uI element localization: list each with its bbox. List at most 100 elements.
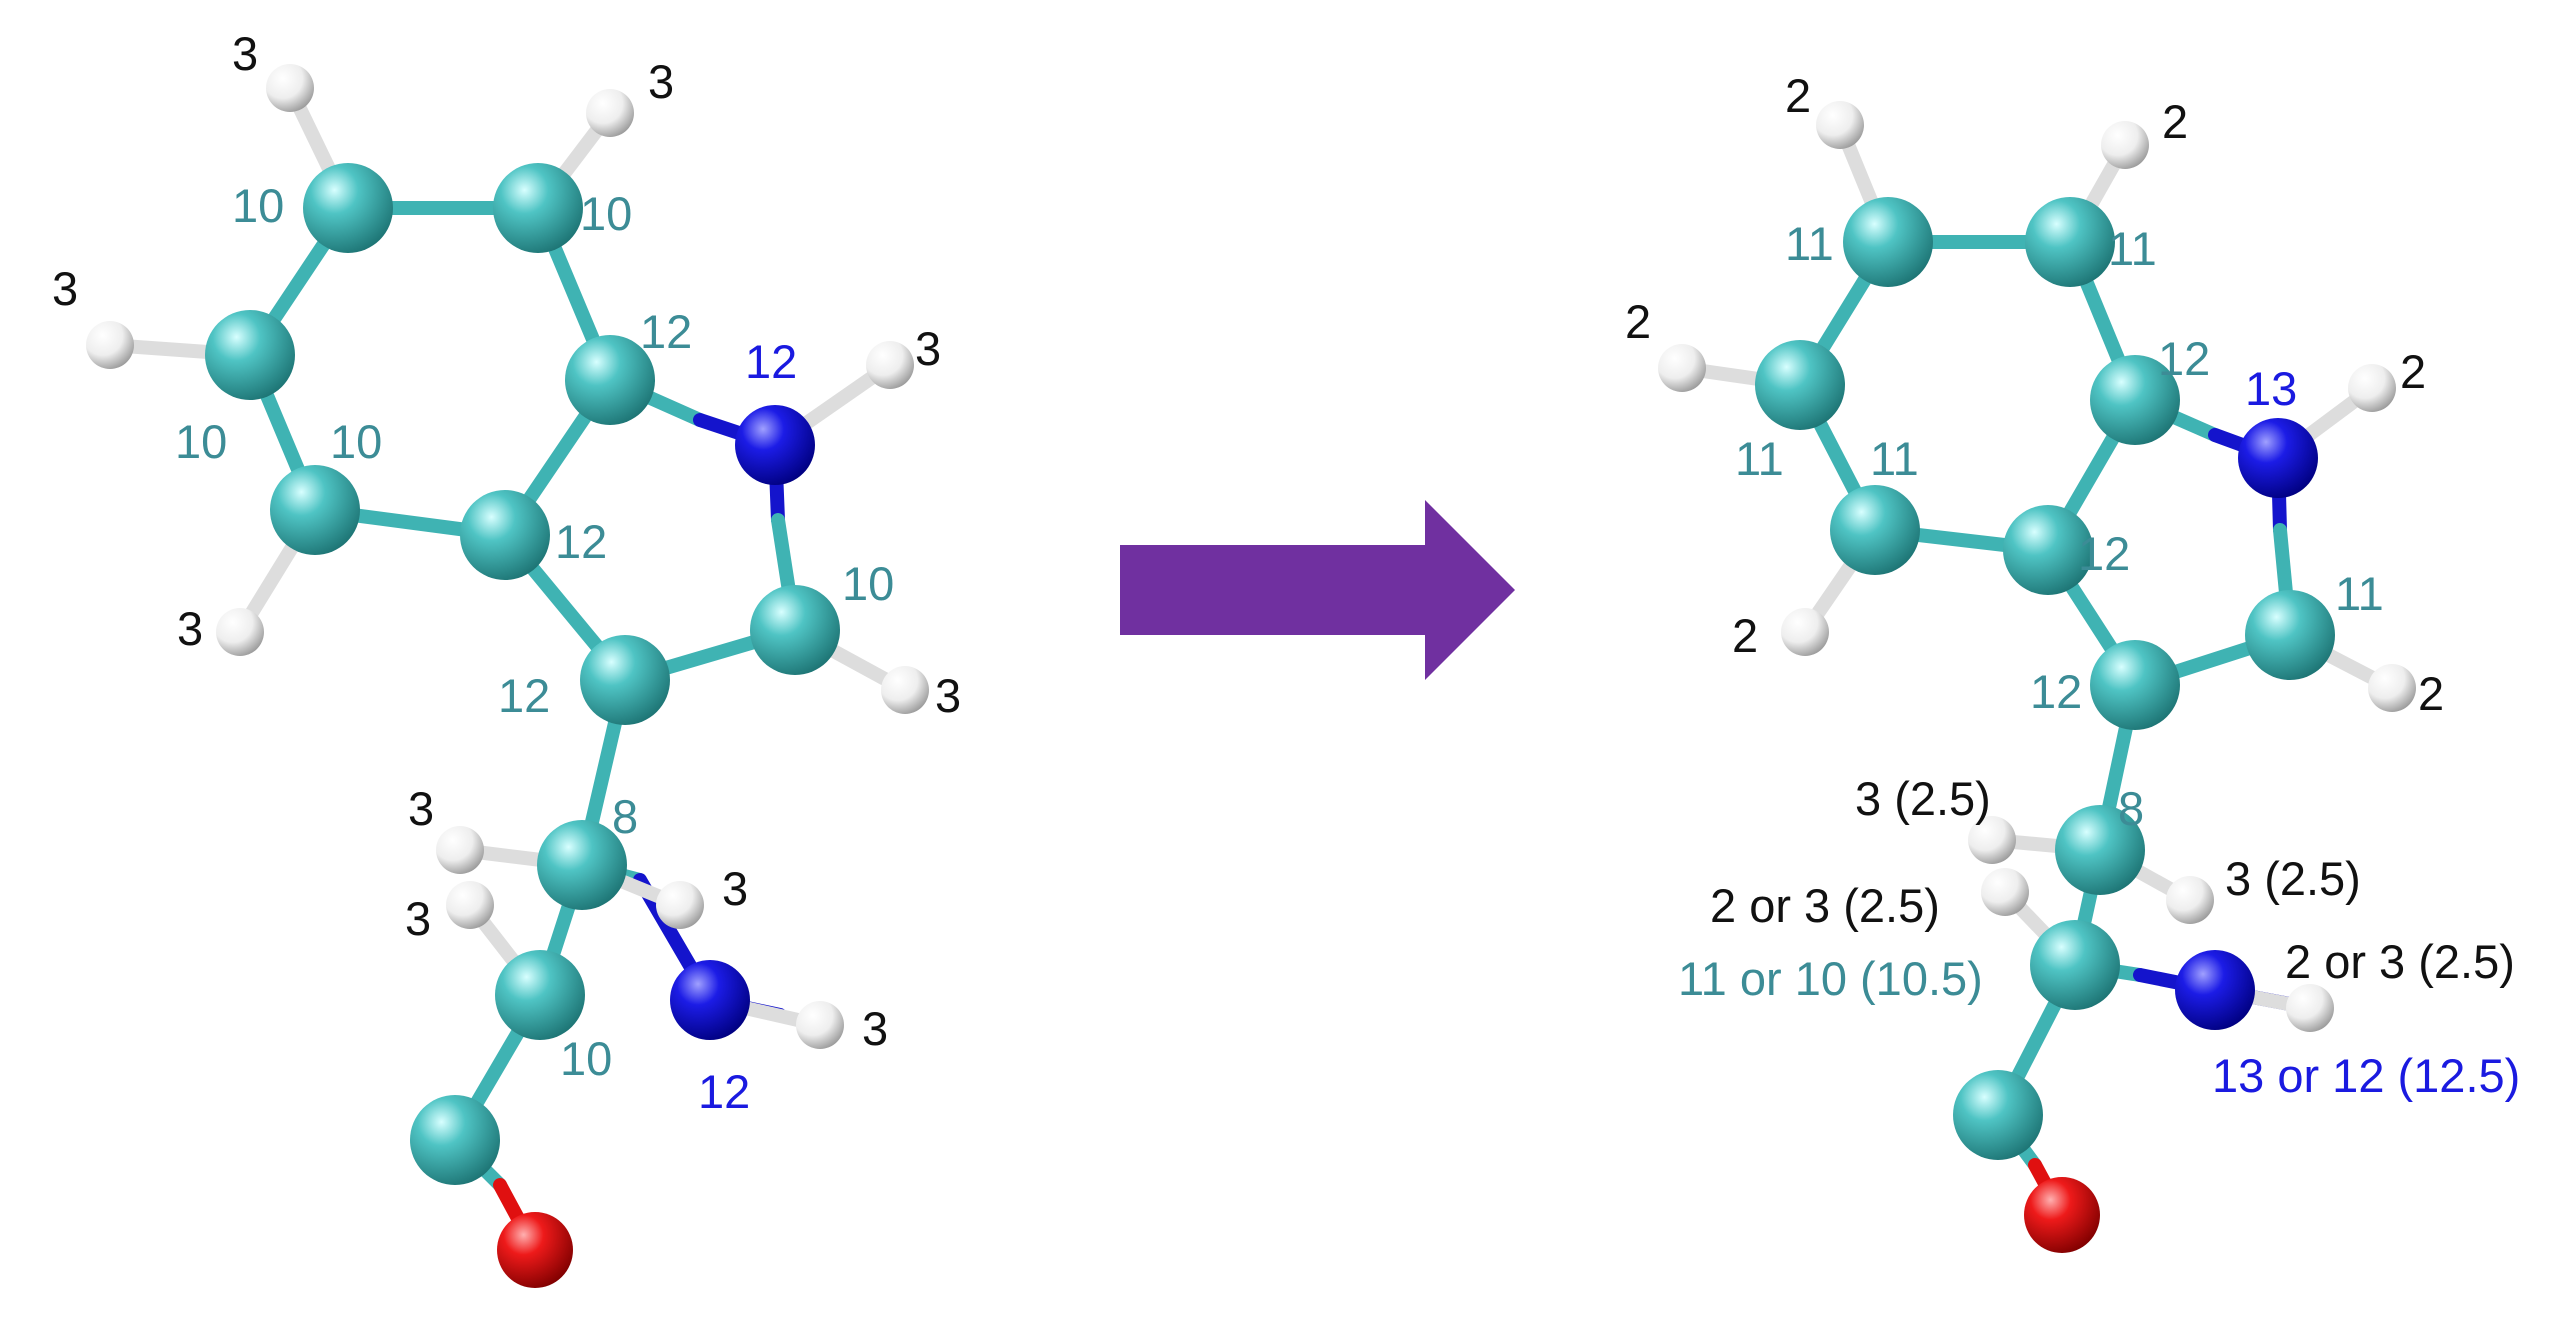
label: 10	[842, 557, 894, 610]
label: 3 (2.5)	[1855, 772, 1991, 825]
transition-arrow	[1120, 500, 1515, 680]
label: 3	[405, 892, 431, 945]
carbon-atom	[750, 585, 840, 675]
label: 2	[1625, 295, 1651, 348]
label: 3	[935, 669, 961, 722]
hydrogen-atom	[2348, 364, 2396, 412]
carbon-atom	[2090, 640, 2180, 730]
label: 8	[2118, 782, 2144, 835]
hydrogen-atom	[2368, 664, 2416, 712]
nitrogen-atom	[735, 405, 815, 485]
label: 2 or 3 (2.5)	[2285, 935, 2515, 988]
carbon-atom	[410, 1095, 500, 1185]
right-atoms	[1658, 101, 2416, 1253]
hydrogen-atom	[1816, 101, 1864, 149]
left-atoms	[86, 64, 929, 1288]
oxygen-atom	[2024, 1177, 2100, 1253]
label: 3	[915, 322, 941, 375]
label: 11	[1785, 217, 1834, 270]
hydrogen-atom	[86, 321, 134, 369]
label: 11	[2335, 567, 2384, 620]
label: 12	[640, 305, 692, 358]
label: 10	[175, 415, 227, 468]
hydrogen-atom	[656, 881, 704, 929]
hydrogen-atom	[1658, 344, 1706, 392]
label: 3	[408, 782, 434, 835]
left-labels: 3 3 10 10 3 12 12 3 10 10 12 10 3 12 3 3…	[52, 27, 961, 1118]
label: 12	[498, 669, 550, 722]
carbon-atom	[580, 635, 670, 725]
label: 13	[2245, 362, 2297, 415]
label: 3	[177, 602, 203, 655]
carbon-atom	[2030, 920, 2120, 1010]
hydrogen-atom	[2286, 984, 2334, 1032]
hydrogen-atom	[1781, 608, 1829, 656]
label: 3	[232, 27, 258, 80]
hydrogen-atom	[796, 1001, 844, 1049]
label: 12	[2078, 527, 2130, 580]
carbon-atom	[270, 465, 360, 555]
carbon-atom	[205, 310, 295, 400]
carbon-atom	[2090, 355, 2180, 445]
label: 11 or 10 (10.5)	[1678, 952, 1983, 1005]
label: 11	[1735, 432, 1784, 485]
carbon-atom	[2055, 805, 2145, 895]
label: 2	[2418, 667, 2444, 720]
nitrogen-atom	[2238, 418, 2318, 498]
hydrogen-atom	[866, 341, 914, 389]
label: 11	[2108, 222, 2157, 275]
carbon-atom	[2003, 505, 2093, 595]
oxygen-atom	[497, 1212, 573, 1288]
hydrogen-atom	[216, 608, 264, 656]
label: 10	[580, 187, 632, 240]
label: 2 or 3 (2.5)	[1710, 879, 1940, 932]
carbon-atom	[1843, 197, 1933, 287]
label: 12	[2030, 665, 2082, 718]
carbon-atom	[1830, 485, 1920, 575]
carbon-atom	[2245, 590, 2335, 680]
label: 8	[612, 790, 638, 843]
label: 12	[555, 515, 607, 568]
carbon-atom	[493, 163, 583, 253]
hydrogen-atom	[266, 64, 314, 112]
label: 2	[2400, 345, 2426, 398]
label: 2	[1732, 609, 1758, 662]
label: 12	[2158, 332, 2210, 385]
label: 10	[330, 415, 382, 468]
hydrogen-atom	[446, 881, 494, 929]
label: 13 or 12 (12.5)	[2212, 1049, 2520, 1102]
carbon-atom	[1755, 340, 1845, 430]
carbon-atom	[537, 820, 627, 910]
carbon-atom	[495, 950, 585, 1040]
label: 10	[232, 179, 284, 232]
hydrogen-atom	[586, 89, 634, 137]
label: 3 (2.5)	[2225, 852, 2361, 905]
carbon-atom	[2025, 197, 2115, 287]
carbon-atom	[460, 490, 550, 580]
label: 3	[862, 1002, 888, 1055]
right-labels: 2 2 11 11 2 12 13 2 11 11 12 11 2 12 2 3…	[1625, 69, 2520, 1102]
hydrogen-atom	[436, 826, 484, 874]
right-molecule: 2 2 11 11 2 12 13 2 11 11 12 11 2 12 2 3…	[1625, 69, 2520, 1253]
hydrogen-atom	[1968, 816, 2016, 864]
carbon-atom	[1953, 1070, 2043, 1160]
label: 2	[1785, 69, 1811, 122]
label: 2	[2162, 95, 2188, 148]
hydrogen-atom	[1981, 868, 2029, 916]
nitrogen-atom	[670, 960, 750, 1040]
nitrogen-atom	[2175, 950, 2255, 1030]
label: 3	[722, 862, 748, 915]
label: 10	[560, 1032, 612, 1085]
left-molecule: 3 3 10 10 3 12 12 3 10 10 12 10 3 12 3 3…	[52, 27, 961, 1288]
hydrogen-atom	[2166, 876, 2214, 924]
hydrogen-atom	[2101, 121, 2149, 169]
carbon-atom	[303, 163, 393, 253]
label: 11	[1870, 432, 1919, 485]
hydrogen-atom	[881, 666, 929, 714]
label: 3	[648, 55, 674, 108]
label: 12	[745, 335, 797, 388]
carbon-atom	[565, 335, 655, 425]
label: 12	[698, 1065, 750, 1118]
label: 3	[52, 262, 78, 315]
